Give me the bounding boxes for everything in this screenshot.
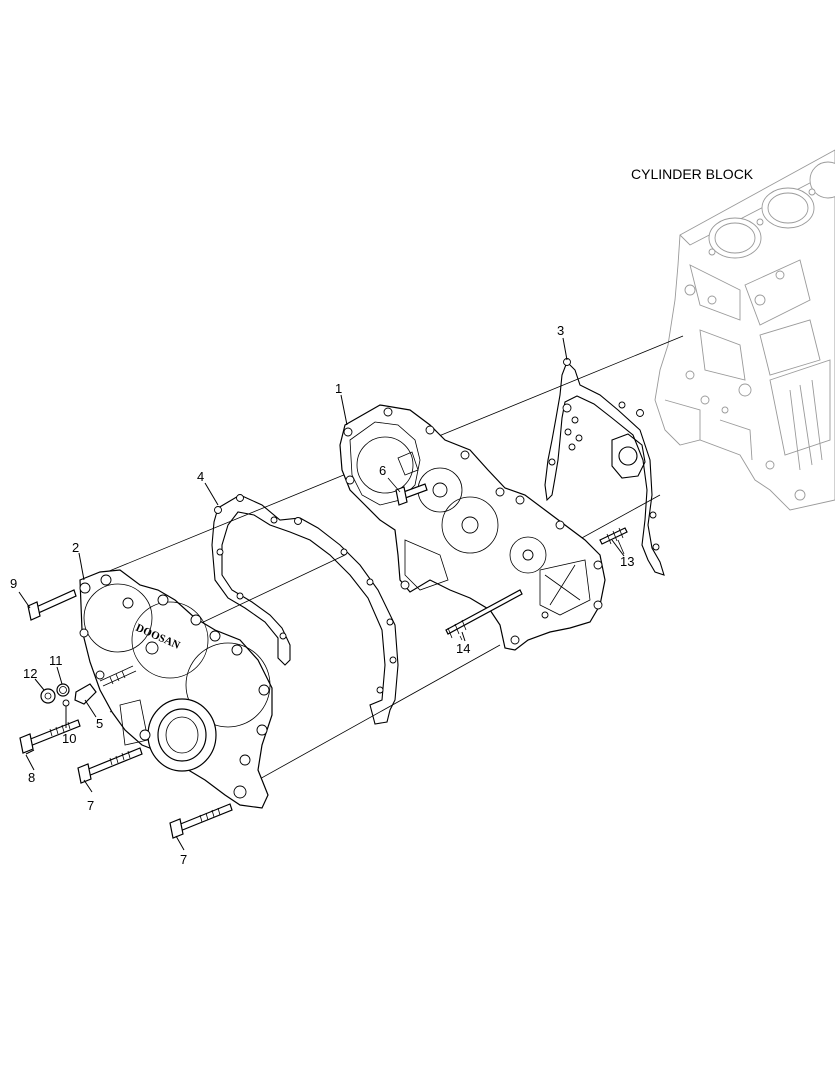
bolt-9 (27, 589, 77, 621)
bolt-7-upper (77, 747, 143, 784)
callout-1: 1 (335, 381, 342, 396)
callout-5: 5 (96, 716, 103, 731)
callout-7-upper: 7 (87, 798, 94, 813)
callout-12: 12 (23, 666, 37, 681)
stud-13 (599, 527, 628, 555)
small-parts (40, 665, 137, 707)
stud-14 (445, 589, 523, 641)
bolt-6 (387, 477, 428, 506)
cylinder-block-label: CYLINDER BLOCK (631, 166, 754, 182)
callout-13: 13 (620, 554, 634, 569)
callout-14: 14 (456, 641, 470, 656)
cylinder-block (654, 149, 835, 511)
bolt-7-lower (169, 803, 233, 839)
callout-labels: 1 2 3 4 5 6 7 7 8 9 10 11 12 13 14 (10, 323, 634, 867)
callout-9: 9 (10, 576, 17, 591)
gasket-4 (211, 494, 399, 725)
bolt-8 (19, 719, 81, 754)
leader-lines (18, 337, 625, 851)
callout-8: 8 (28, 770, 35, 785)
bracket-5 (74, 683, 97, 705)
callout-3: 3 (557, 323, 564, 338)
plug-12 (40, 688, 56, 704)
o-ring-11 (56, 683, 70, 697)
callout-6: 6 (379, 463, 386, 478)
callout-11: 11 (49, 653, 63, 668)
timing-gear-case-1 (339, 404, 606, 651)
callout-10: 10 (62, 731, 76, 746)
callout-4: 4 (197, 469, 204, 484)
callout-2: 2 (72, 540, 79, 555)
timing-gear-cover-2: DOOSAN (79, 569, 273, 809)
screw-10 (62, 699, 70, 707)
callout-7-lower: 7 (180, 852, 187, 867)
